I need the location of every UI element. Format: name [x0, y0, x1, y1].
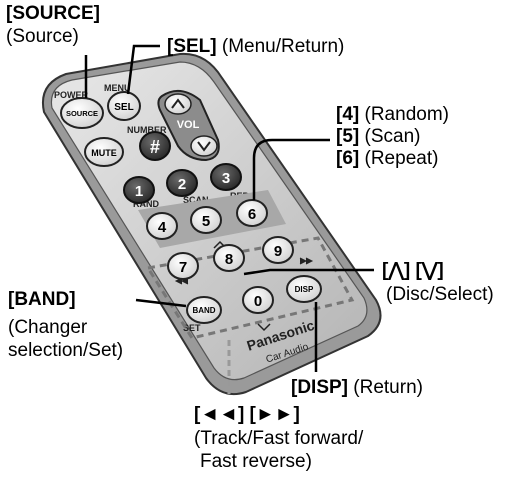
- k6-callout: [6] (Repeat): [336, 148, 438, 170]
- down-arrow-icon: [257, 323, 271, 332]
- source-desc: (Source): [6, 26, 79, 47]
- disp-desc: (Return): [348, 377, 423, 398]
- scan-label: SCAN: [183, 195, 209, 205]
- volume-up-icon[interactable]: [164, 93, 192, 115]
- k6-desc: (Repeat): [359, 148, 439, 169]
- rand-label: RAND: [133, 199, 159, 209]
- hash-button-label: #: [150, 137, 160, 157]
- number-4-label: 4: [158, 219, 167, 236]
- updown-callout: [⋀] [⋁]: [382, 260, 444, 282]
- source-button[interactable]: SOURCE: [60, 97, 104, 129]
- number-9-label: 9: [274, 243, 282, 260]
- number-8-label: 8: [225, 251, 233, 268]
- number-1-label: 1: [135, 183, 143, 200]
- number-3-button[interactable]: 3: [210, 163, 242, 191]
- updown-key-label: [⋀] [⋁]: [382, 260, 444, 281]
- volume-down-icon[interactable]: [190, 135, 218, 157]
- rand-scan-rep-leader-line: [252, 138, 330, 200]
- sel-leader-line: [126, 44, 160, 95]
- k5-key-label: [5]: [336, 126, 360, 147]
- number-6-button[interactable]: 6: [236, 199, 268, 227]
- set-label: SET: [183, 323, 201, 333]
- band-key-label: [BAND]: [8, 289, 76, 310]
- track-desc-line2: Fast reverse): [200, 451, 312, 472]
- menu-label: MENU: [104, 83, 131, 93]
- band-callout: [BAND]: [8, 289, 76, 311]
- k5-desc: (Scan): [359, 126, 421, 147]
- band-button-label: BAND: [192, 306, 215, 315]
- source-button-label: SOURCE: [66, 109, 98, 118]
- number-0-label: 0: [254, 293, 262, 310]
- k4-desc: (Random): [359, 104, 449, 125]
- number-2-button[interactable]: 2: [166, 169, 198, 197]
- sel-button-label: SEL: [114, 102, 133, 113]
- number-4-button[interactable]: 4: [146, 212, 178, 240]
- number-label: NUMBER: [127, 125, 167, 135]
- disp-callout: [DISP] (Return): [291, 377, 423, 399]
- sel-desc: (Menu/Return): [216, 36, 345, 57]
- number-2-label: 2: [178, 176, 186, 193]
- band-button[interactable]: BAND: [186, 296, 222, 324]
- k5-callout: [5] (Scan): [336, 126, 420, 148]
- source-callout: [SOURCE]: [6, 3, 100, 25]
- sel-callout: [SEL] (Menu/Return): [167, 36, 344, 58]
- number-1-button[interactable]: 1: [123, 176, 155, 204]
- number-7-label: 7: [179, 259, 187, 276]
- hash-button[interactable]: #: [139, 131, 171, 161]
- track-callout: [◄◄] [►►]: [194, 404, 300, 426]
- disp-button[interactable]: DISP: [286, 275, 322, 303]
- vol-label: VOL: [177, 119, 200, 131]
- power-label: POWER: [54, 90, 89, 100]
- mute-button-label: MUTE: [91, 148, 117, 158]
- sel-button[interactable]: SEL: [107, 91, 141, 121]
- sel-key-label: [SEL]: [167, 36, 217, 57]
- band-desc-line1: (Changer: [8, 317, 88, 338]
- number-9-button[interactable]: 9: [262, 236, 294, 264]
- number-3-label: 3: [222, 170, 230, 187]
- disp-button-label: DISP: [295, 285, 314, 294]
- number-5-label: 5: [202, 213, 210, 230]
- direction-pad-outline: [145, 236, 355, 340]
- band-desc-line2: selection/Set): [8, 340, 124, 361]
- k4-key-label: [4]: [336, 104, 360, 125]
- source-key-label: [SOURCE]: [6, 3, 100, 24]
- band-leader-line: [135, 298, 187, 308]
- disp-key-label: [DISP]: [291, 377, 348, 398]
- number-7-button[interactable]: 7: [167, 252, 199, 280]
- updown-leader-line: [243, 268, 374, 276]
- number-5-button[interactable]: 5: [190, 206, 222, 234]
- number-0-button[interactable]: 0: [242, 286, 274, 314]
- mute-button[interactable]: MUTE: [84, 137, 124, 167]
- k6-key-label: [6]: [336, 148, 360, 169]
- k4-callout: [4] (Random): [336, 104, 449, 126]
- track-desc-line1: (Track/Fast forward/: [194, 428, 364, 449]
- forward-arrow-icon: [299, 257, 314, 265]
- track-key-label: [◄◄] [►►]: [194, 404, 300, 425]
- number-8-button[interactable]: 8: [213, 244, 245, 272]
- number-6-label: 6: [248, 206, 256, 223]
- volume-rocker[interactable]: VOL: [157, 89, 220, 162]
- updown-desc: (Disc/Select): [386, 284, 494, 305]
